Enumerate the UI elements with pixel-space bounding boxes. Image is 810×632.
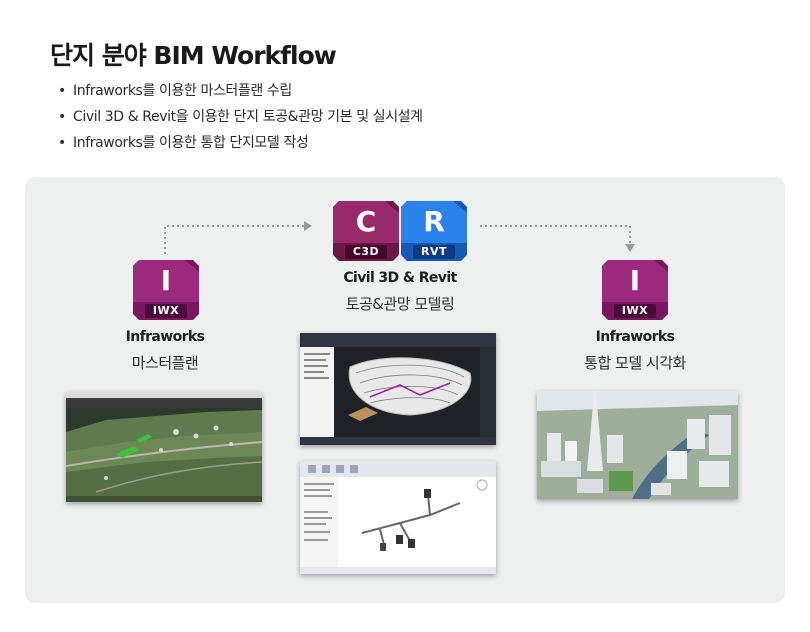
revit-model-image [300,461,496,574]
right-task-label: 통합 모델 시각화 [584,354,686,372]
revit-logo-shape [401,201,467,261]
logo-letter: C [355,205,377,238]
center-task-label: 토공&관망 모델링 [345,295,455,313]
revit-screenshot [300,461,496,574]
civil3d-logo-shape [333,201,399,261]
connector-left-to-center [164,225,304,254]
logo-code: IWX [621,304,649,317]
logo-code: C3D [352,245,380,258]
arrow-head-right [304,221,312,231]
bullet-list: Infraworks를 이용한 마스터플랜 수립 Civil 3D & Revi… [58,78,423,156]
center-app-name: Civil 3D & Revit [343,270,457,286]
left-task-label: 마스터플랜 [131,354,199,372]
civil3d-screenshot [300,333,496,445]
infraworks-logo-shape [602,260,668,320]
logo-code: RVT [421,245,447,258]
infraworks-logo-icon: I IWX [133,260,199,320]
infraworks-logo-shape [133,260,199,320]
revit-logo-icon: R RVT [401,201,467,261]
logo-letter: R [423,205,445,238]
masterplan-screenshot [66,392,262,502]
integrated-model-screenshot [537,391,738,499]
logo-letter: I [629,264,641,297]
right-app-name: Infraworks [595,329,675,345]
left-app-name: Infraworks [125,329,205,345]
bullet-item: Civil 3D & Revit을 이용한 단지 토공&관망 기본 및 실시설계 [58,104,423,130]
civil3d-model-image [300,333,496,445]
page-title: 단지 분야 BIM Workflow [50,41,337,70]
bullet-item: Infraworks를 이용한 통합 단지모델 작성 [58,130,423,156]
masterplan-terrain-image [66,392,262,502]
integrated-city-image [537,391,738,499]
bullet-item: Infraworks를 이용한 마스터플랜 수립 [58,78,423,104]
logo-code: IWX [152,304,180,317]
logo-letter: I [160,264,172,297]
infraworks-logo-icon: I IWX [602,260,668,320]
civil3d-logo-icon: C C3D [333,201,399,261]
arrow-head-down [625,244,635,252]
connector-center-to-right [480,225,631,244]
